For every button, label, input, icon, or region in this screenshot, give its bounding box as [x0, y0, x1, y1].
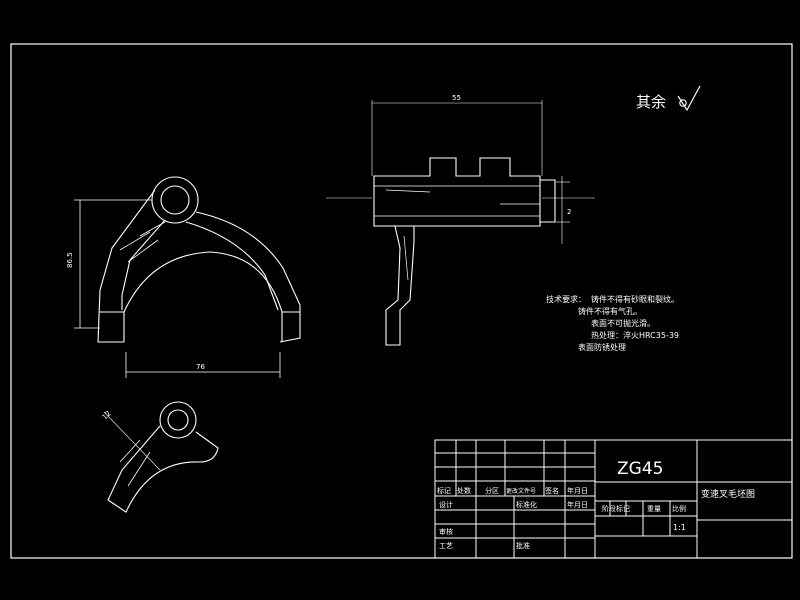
hub-outer-circle	[151, 176, 199, 224]
drawing-name: 变速叉毛坯图	[701, 488, 755, 500]
ratio-label: 比例	[672, 504, 686, 513]
header-sign: 签名	[545, 486, 559, 495]
dim-left-height: 86.5	[66, 252, 74, 268]
date-label: 年月日	[567, 500, 588, 509]
tech-req-line-2: 铸件不得有气孔。	[578, 306, 642, 316]
title-block	[434, 439, 793, 559]
header-count: 处数	[457, 486, 471, 495]
weight-label: 重量	[647, 505, 661, 513]
dim-right-small: 2	[567, 208, 571, 216]
process-label: 工艺	[439, 542, 453, 550]
design-label: 设计	[439, 500, 453, 509]
side-view	[373, 157, 556, 346]
stage-mark-label: 阶段标记	[602, 504, 630, 513]
roughness-symbol-icon	[677, 85, 701, 112]
header-mark: 标记	[437, 486, 451, 495]
surface-finish-note: 其余	[636, 85, 701, 112]
front-view-fork	[97, 176, 301, 343]
material-text: ZG45	[617, 459, 663, 479]
header-date: 年月日	[567, 486, 588, 495]
tech-req-heading: 技术要求：	[546, 294, 586, 304]
tech-req-line-3: 表面不可抛光滑。	[591, 318, 655, 328]
scale-value: 1:1	[673, 523, 686, 532]
isometric-sketch	[103, 401, 219, 513]
header-zone: 分区	[485, 486, 499, 495]
header-doc-no: 更改文件号	[506, 487, 536, 495]
standardize-label: 标准化	[516, 500, 537, 509]
dim-angled: 12	[101, 409, 113, 421]
review-label: 审核	[439, 527, 453, 536]
approve-label: 批准	[516, 541, 530, 550]
dim-bottom-width: 76	[196, 363, 205, 371]
tech-req-line-5: 表面防锈处理	[578, 342, 626, 352]
front-view-dimensions	[74, 199, 281, 378]
technical-requirements: 技术要求： 铸件不得有砂眼和裂纹。 铸件不得有气孔。 表面不可抛光滑。 热处理：…	[546, 294, 679, 352]
drawing-border	[10, 43, 793, 559]
dim-top-width: 55	[452, 94, 461, 102]
hub-bore-circle	[160, 185, 190, 215]
side-view-centerlines	[326, 100, 595, 244]
tech-req-line-1: 铸件不得有砂眼和裂纹。	[591, 294, 679, 304]
surface-finish-label: 其余	[636, 93, 666, 111]
tech-req-line-4: 热处理：淬火HRC35-39	[591, 330, 679, 340]
